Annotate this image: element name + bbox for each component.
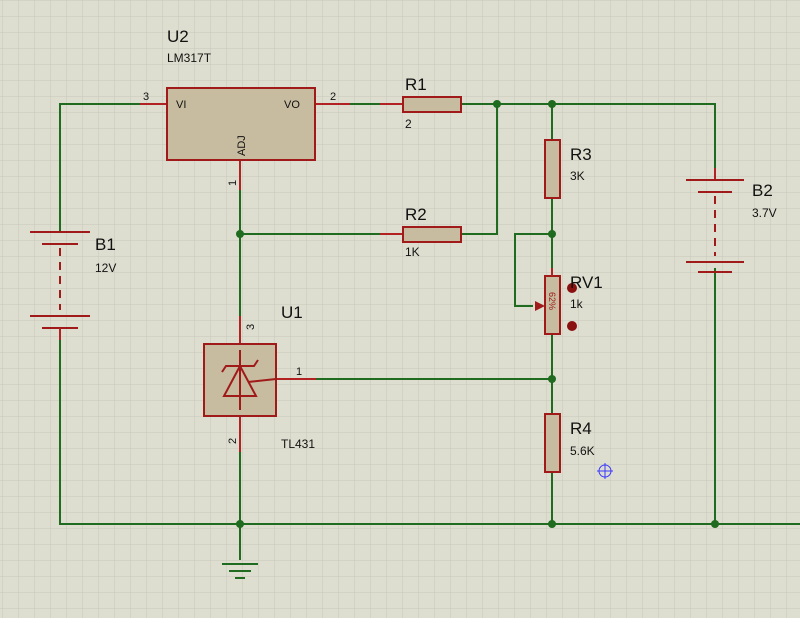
component-r3[interactable]: R3 3K <box>544 139 592 199</box>
r2-value: 1K <box>405 245 420 259</box>
u2-pin1-num: 1 <box>227 180 239 186</box>
component-b1[interactable]: B1 12V <box>30 231 116 340</box>
u1-ref: U1 <box>281 303 303 322</box>
u2-ref: U2 <box>167 27 189 46</box>
rv1-percent: 62% <box>547 292 557 310</box>
u2-body <box>166 87 316 161</box>
u2-pin3-num: 3 <box>143 91 149 103</box>
r3-value: 3K <box>570 169 585 183</box>
junction-dot <box>548 520 556 528</box>
wire-top-rail[interactable] <box>461 103 716 168</box>
u2-pin-vo-label: VO <box>284 99 300 111</box>
component-u2[interactable]: U2 LM317T VI VO ADJ 3 2 1 <box>140 27 350 190</box>
rv1-increment-button[interactable] <box>567 321 577 331</box>
u2-value: LM317T <box>167 51 212 65</box>
component-u1[interactable]: U1 TL431 3 1 2 <box>203 303 316 452</box>
component-r1[interactable]: R1 2 <box>380 75 462 131</box>
junction-dot <box>236 520 244 528</box>
r2-body <box>402 226 462 243</box>
component-b2[interactable]: B2 3.7V <box>686 168 777 273</box>
junction-dot <box>493 100 501 108</box>
wire-b1-top[interactable] <box>59 103 140 232</box>
r3-ref: R3 <box>570 145 592 164</box>
r1-body <box>402 96 462 113</box>
u1-pin3-num: 3 <box>245 324 257 330</box>
r4-ref: R4 <box>570 419 592 438</box>
r4-value: 5.6K <box>570 444 595 458</box>
junction-dot <box>236 230 244 238</box>
u1-diode-bar <box>221 359 259 373</box>
wires <box>59 103 800 560</box>
r1-value: 2 <box>405 117 412 131</box>
rv1-ref: RV1 <box>570 273 603 292</box>
u1-pin1-num: 1 <box>296 366 302 378</box>
u1-pin2-num: 2 <box>227 438 239 444</box>
u2-pin-adj-label: ADJ <box>236 135 248 156</box>
b1-value: 12V <box>95 261 116 275</box>
b1-ref: B1 <box>95 235 116 254</box>
ground-symbol[interactable] <box>222 563 258 579</box>
r1-ref: R1 <box>405 75 427 94</box>
junction-dot <box>548 375 556 383</box>
u2-pin2-num: 2 <box>330 91 336 103</box>
r3-body <box>544 139 561 199</box>
wire-rv1-wiper[interactable] <box>514 233 552 307</box>
component-r2[interactable]: R2 1K <box>380 205 462 259</box>
b2-ref: B2 <box>752 181 773 200</box>
r4-body <box>544 413 561 473</box>
crosshair-cursor-icon <box>597 463 613 479</box>
junctions <box>236 100 719 528</box>
rv1-value: 1k <box>570 297 584 311</box>
u1-ref-line <box>247 378 277 383</box>
u1-value: TL431 <box>281 437 315 451</box>
r2-ref: R2 <box>405 205 427 224</box>
rv1-wiper-arrow <box>535 301 545 311</box>
u2-pin-vi-label: VI <box>176 99 186 111</box>
component-r4[interactable]: R4 5.6K <box>544 413 595 473</box>
component-rv1[interactable]: 62% RV1 1k <box>535 268 603 335</box>
wire-r1-r2-link[interactable] <box>461 104 498 235</box>
junction-dot <box>548 230 556 238</box>
rv1-decrement-button[interactable] <box>567 283 577 293</box>
junction-dot <box>711 520 719 528</box>
junction-dot <box>548 100 556 108</box>
b2-value: 3.7V <box>752 206 777 220</box>
